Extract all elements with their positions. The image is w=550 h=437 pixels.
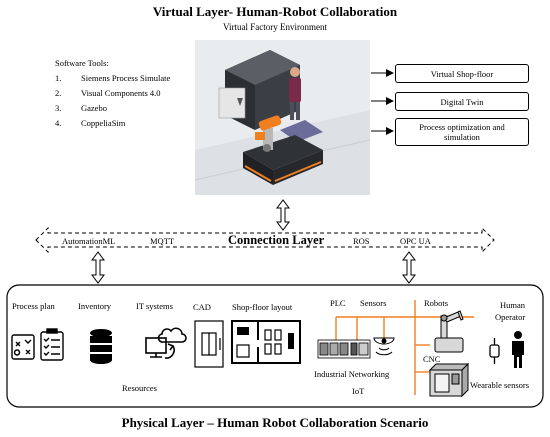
double-arrow-virtual-connection	[276, 199, 290, 231]
sensor-icon	[373, 337, 395, 356]
cnc-machine-icon	[428, 362, 470, 398]
double-arrow-connection-physical-right	[402, 251, 416, 284]
physical-layer-frame	[6, 284, 544, 408]
software-tool-name: Siemens Process Simulate	[81, 73, 171, 83]
software-tool-name: Visual Components 4.0	[81, 88, 161, 98]
label-sensors: Sensors	[360, 298, 387, 308]
software-tools-heading: Software Tools:	[55, 58, 109, 68]
software-tool-number: 4.	[55, 118, 62, 128]
label-it-systems: IT systems	[136, 301, 173, 311]
label-wearable-sensors: Wearable sensors	[470, 380, 530, 390]
robot-arm	[263, 128, 273, 150]
industrial-network-lines	[335, 300, 474, 395]
label-inventory: Inventory	[78, 301, 112, 311]
virtual-shop-floor-box: Virtual Shop-floor	[395, 64, 529, 83]
label-industrial-networking: Industrial Networking	[314, 369, 390, 379]
software-tool-item: 2. Visual Components 4.0	[55, 86, 161, 101]
label-cad: CAD	[193, 302, 211, 312]
software-tool-name: CoppeliaSim	[81, 118, 126, 128]
virtual-layer-title: Virtual Layer- Human-Robot Collaboration	[152, 4, 398, 19]
protocol-opcua: OPC UA	[400, 236, 431, 246]
label-process-plan: Process plan	[12, 301, 55, 311]
process-optimization-label-line1: Process optimization and	[419, 122, 505, 132]
protocol-automationml: AutomationML	[62, 236, 116, 246]
software-tool-name: Gazebo	[81, 103, 107, 113]
label-resources: Resources	[122, 383, 157, 393]
human-operator-icon	[512, 331, 524, 368]
cad-icon	[194, 320, 224, 368]
wearable-sensor-icon	[489, 338, 500, 364]
software-tool-item: 4. CoppeliaSim	[55, 116, 125, 131]
software-tool-item: 1. Siemens Process Simulate	[55, 71, 170, 86]
robot-cart	[243, 135, 323, 170]
it-systems-icon	[145, 327, 187, 359]
virtual-shop-floor-label: Virtual Shop-floor	[430, 68, 494, 79]
label-human-operator-line2: Operator	[495, 312, 526, 322]
double-arrow-connection-physical-left	[91, 251, 105, 284]
process-plan-icon	[11, 328, 64, 361]
plc-icon	[317, 339, 371, 359]
connection-layer-arrow	[35, 226, 495, 254]
digital-twin-label: Digital Twin	[440, 96, 484, 107]
virtual-layer-subtitle: Virtual Factory Environment	[223, 22, 327, 32]
software-tool-number: 2.	[55, 88, 62, 98]
label-cnc: CNC	[423, 354, 441, 364]
database-icon	[90, 329, 112, 364]
process-optimization-box: Process optimization and simulation	[395, 118, 529, 146]
label-iot: IoT	[352, 386, 365, 396]
physical-layer-title: Physical Layer – Human Robot Collaborati…	[121, 415, 429, 430]
software-tool-item: 3. Gazebo	[55, 101, 107, 116]
label-human-operator-line1: Human	[500, 300, 526, 310]
digital-twin-box: Digital Twin	[395, 92, 529, 111]
protocol-ros: ROS	[353, 236, 370, 246]
process-optimization-label-line2: simulation	[444, 132, 480, 142]
label-plc: PLC	[330, 298, 346, 308]
label-shop-floor-layout: Shop-floor layout	[232, 302, 293, 312]
protocol-mqtt: MQTT	[150, 236, 175, 246]
software-tool-number: 3.	[55, 103, 62, 113]
robot-arm-icon	[434, 310, 464, 353]
human-figure	[290, 67, 300, 77]
software-tool-number: 1.	[55, 73, 62, 83]
shop-floor-layout-icon	[231, 320, 301, 364]
label-robots: Robots	[424, 298, 449, 308]
virtual-factory-illustration	[195, 50, 370, 195]
virtual-factory-scene	[195, 40, 370, 195]
connection-layer-title: Connection Layer	[228, 233, 325, 247]
